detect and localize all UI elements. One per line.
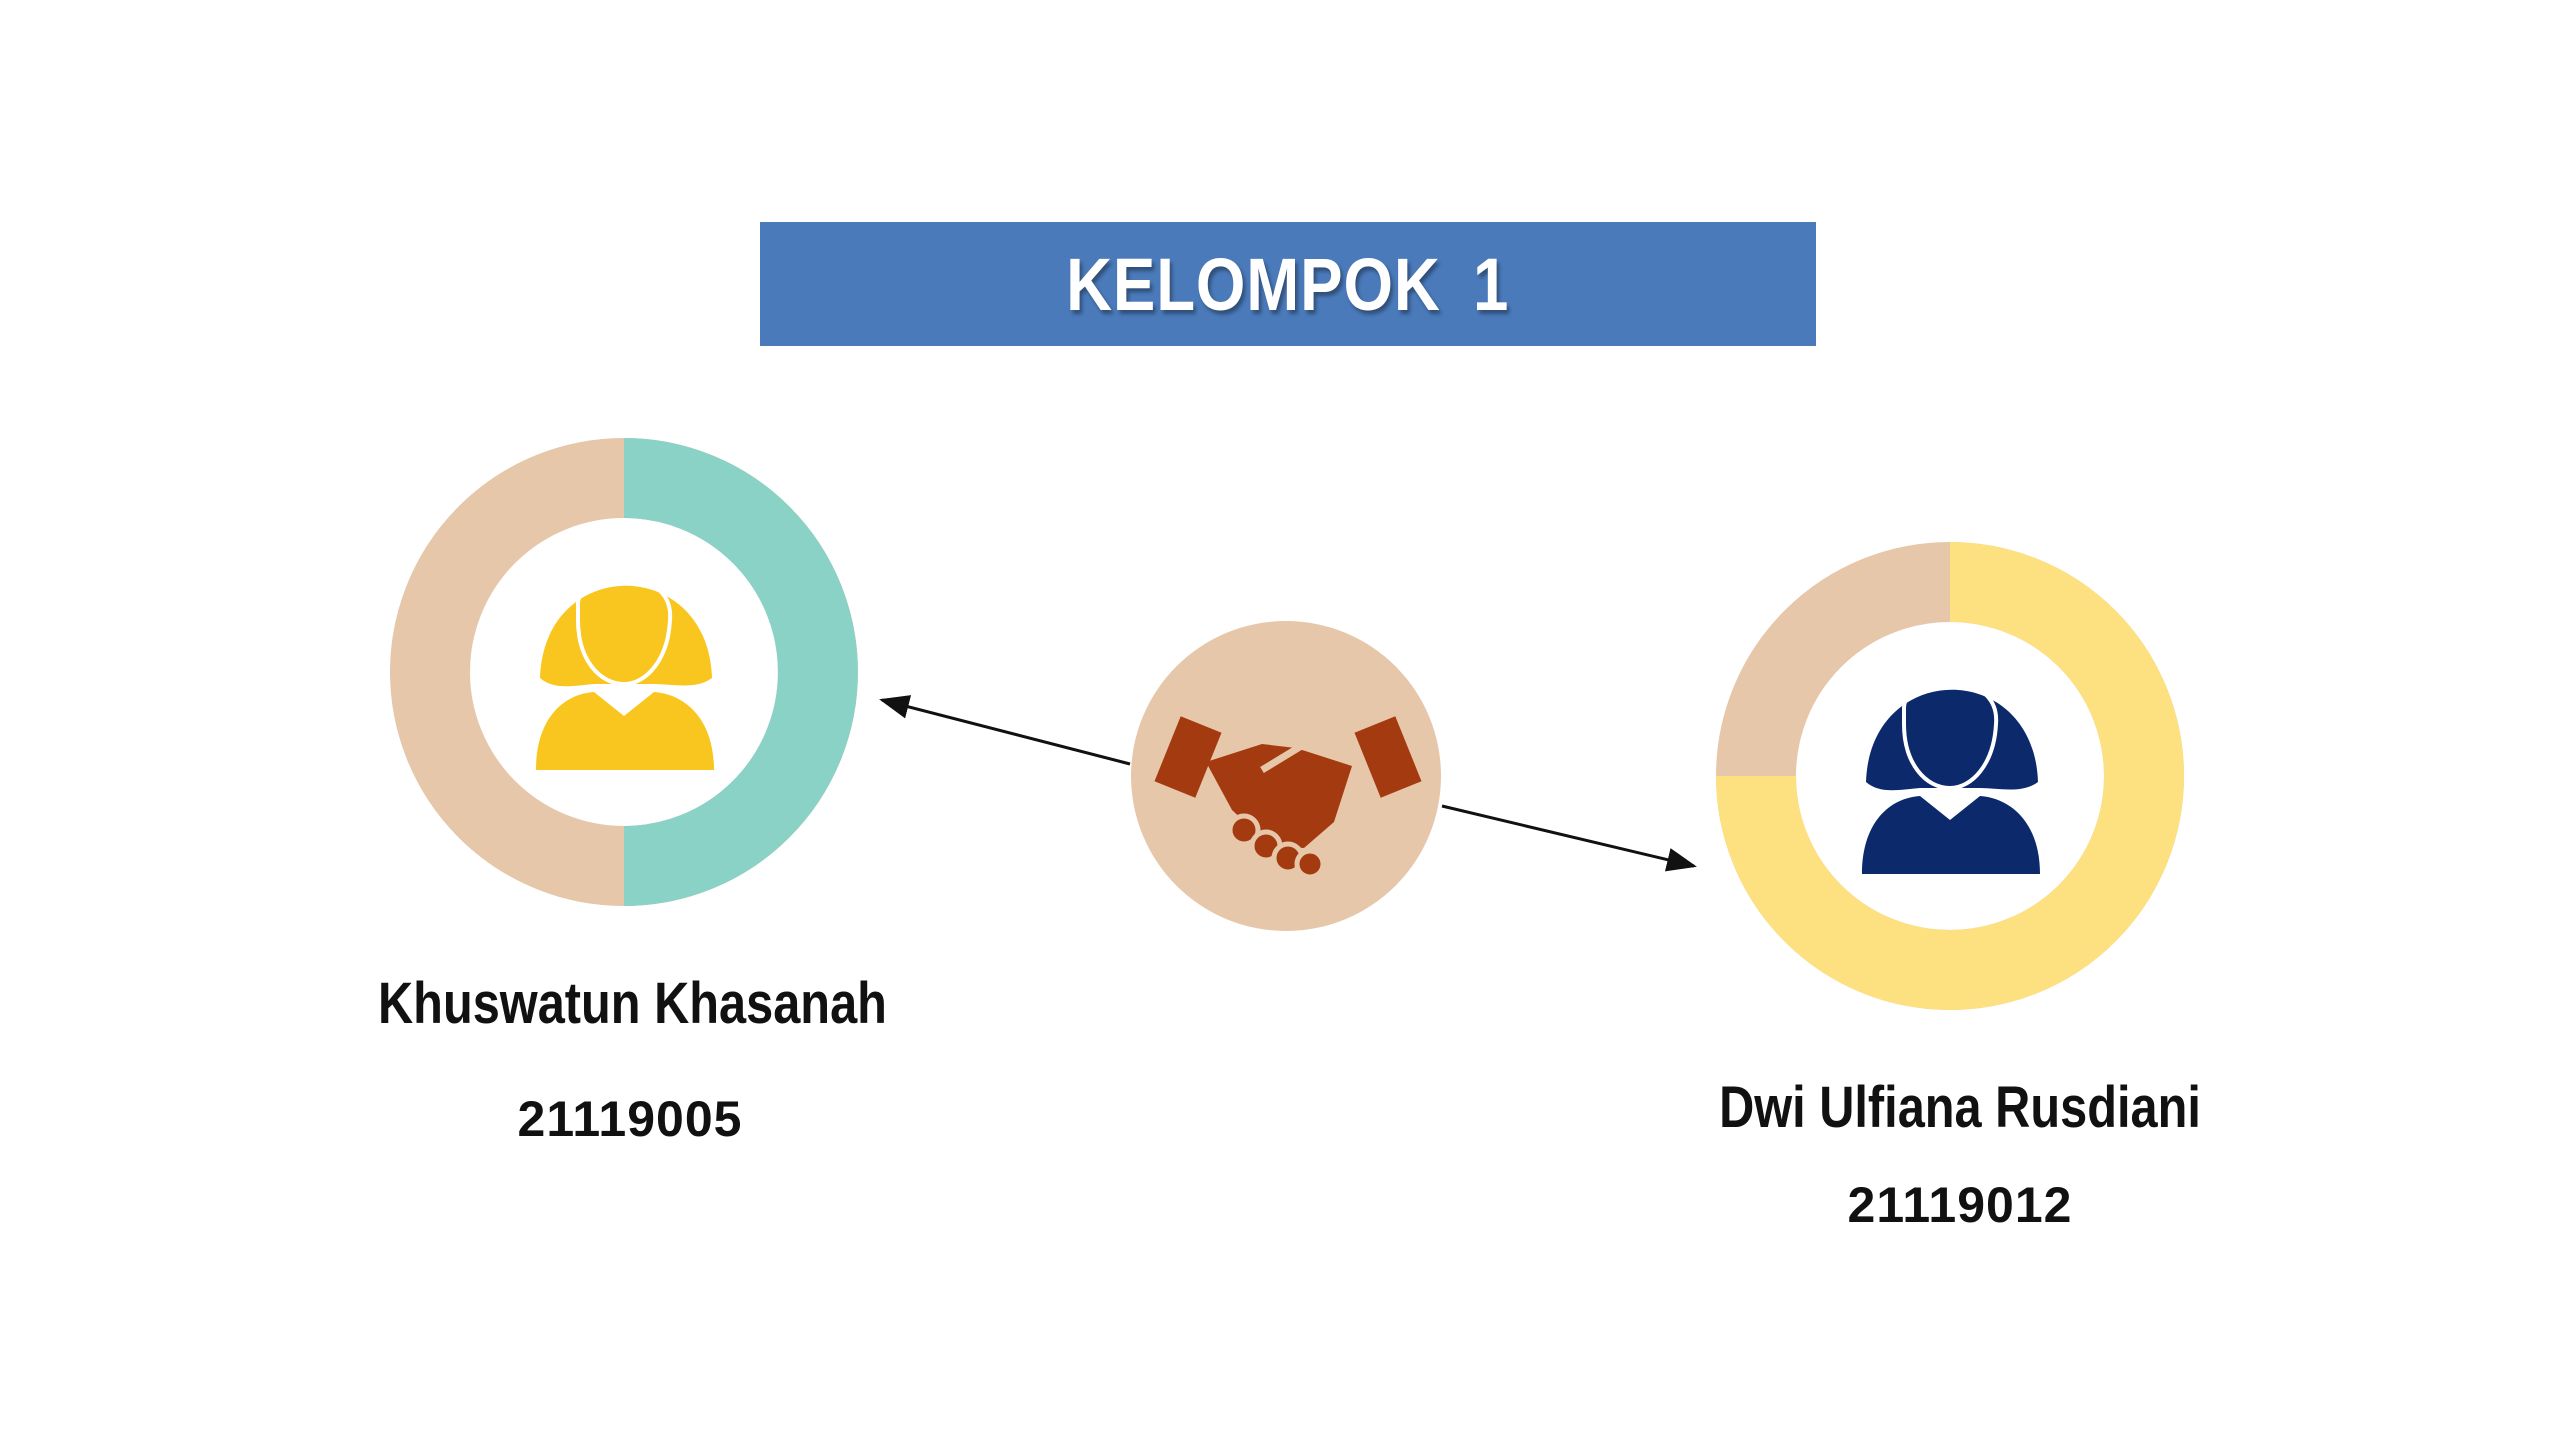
woman-icon bbox=[536, 575, 714, 770]
title-text: KELOMPOK 1 bbox=[1066, 242, 1510, 326]
handshake-icon bbox=[1154, 716, 1422, 880]
woman-icon bbox=[1862, 679, 2040, 874]
donut-left bbox=[390, 438, 858, 906]
donut-right-accent-arc bbox=[1716, 542, 2184, 1010]
arrow-to-left bbox=[879, 695, 1131, 766]
member-name-left: Khuswatun Khasanah bbox=[378, 971, 887, 1036]
title-banner: KELOMPOK 1 bbox=[760, 222, 1816, 346]
member-nim-right: 21119012 bbox=[1847, 1177, 2073, 1233]
member-nim-left: 21119005 bbox=[517, 1091, 743, 1147]
donut-left-accent-arc bbox=[623, 438, 858, 906]
donut-right bbox=[1716, 542, 2184, 1010]
arrow-to-right bbox=[1441, 804, 1697, 872]
member-name-right: Dwi Ulfiana Rusdiani bbox=[1719, 1075, 2201, 1140]
